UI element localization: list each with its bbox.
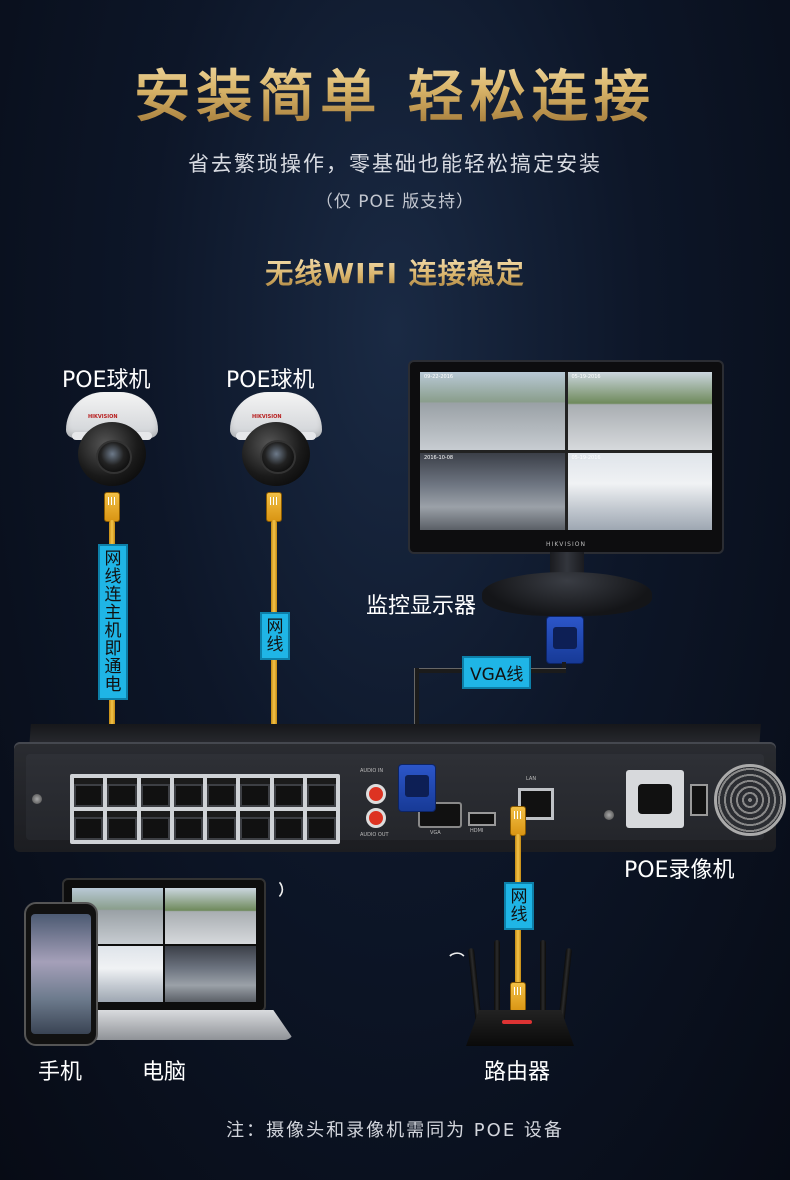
rj45-plug-icon (266, 492, 282, 522)
camera-brand: HIKVISION (88, 414, 118, 420)
power-switch (690, 784, 708, 816)
hdmi-port-label: HDMI (470, 828, 484, 834)
vga-cable-vertical (414, 668, 419, 768)
footer-note: 注：摄像头和录像机需同为 POE 设备 (226, 1120, 564, 1141)
computer-label: 电脑 (142, 1060, 187, 1085)
hdmi-port (468, 812, 496, 826)
router-cable-label: 网线 (504, 882, 534, 930)
vga-port-label: VGA (430, 830, 441, 836)
router (466, 1010, 574, 1046)
camera-feed: 05-19-2016 (567, 452, 712, 530)
lan-port-label: LAN (526, 776, 537, 782)
nvr-label: POE录像机 (624, 858, 735, 883)
poe-nvr: AUDIO IN AUDIO OUT VGA HDMI LAN (14, 742, 786, 852)
camera-feed: 05-19-2016 (567, 372, 712, 450)
page-subtitle: 省去繁琐操作，零基础也能轻松搞定安装 (188, 152, 602, 176)
wifi-icon: ◝ (262, 876, 294, 908)
audio-out-label: AUDIO OUT (360, 832, 389, 838)
monitor-base (482, 572, 652, 616)
rj45-plug-icon (510, 806, 526, 836)
vga-cable-label: VGA线 (462, 656, 532, 689)
fan-icon (714, 764, 786, 836)
camera-feed: 2016-10-08 (420, 452, 565, 530)
poe-note: （仅 POE 版支持） (315, 192, 475, 212)
rj45-plug-icon (104, 492, 120, 522)
camera-1-label: POE球机 (62, 368, 151, 393)
vga-connector-icon (546, 616, 584, 664)
audio-out-port (366, 808, 386, 828)
router-label: 路由器 (484, 1060, 551, 1085)
phone-label: 手机 (38, 1060, 83, 1085)
monitor: 09-22-2016 05-19-2016 2016-10-08 05-19-2… (410, 362, 722, 552)
monitor-label: 监控显示器 (366, 594, 477, 619)
poe-port-bank (70, 774, 340, 844)
page-title: 安装简单 轻松连接 (0, 52, 790, 133)
wifi-title: 无线WIFI 连接稳定 (0, 252, 790, 292)
camera-feed: 09-22-2016 (420, 372, 565, 450)
audio-in-label: AUDIO IN (360, 768, 384, 774)
phone (24, 902, 98, 1046)
camera-2-label: POE球机 (226, 368, 315, 393)
cable-1-label: 网线连主机即通电 (98, 544, 128, 700)
poe-dome-camera-2: HIKVISION (230, 392, 322, 502)
monitor-screen: 09-22-2016 05-19-2016 2016-10-08 05-19-2… (420, 372, 712, 530)
power-inlet (626, 770, 684, 828)
vga-plug-icon (398, 764, 436, 812)
rj45-plug-icon (510, 982, 526, 1012)
camera-lens-icon (96, 440, 132, 474)
cable-2-label: 网线 (260, 612, 290, 660)
camera-lens-icon (260, 440, 296, 474)
poe-dome-camera-1: HIKVISION (66, 392, 158, 502)
audio-in-port (366, 784, 386, 804)
camera-brand: HIKVISION (252, 414, 282, 420)
monitor-brand: HIKVISION (546, 541, 586, 548)
